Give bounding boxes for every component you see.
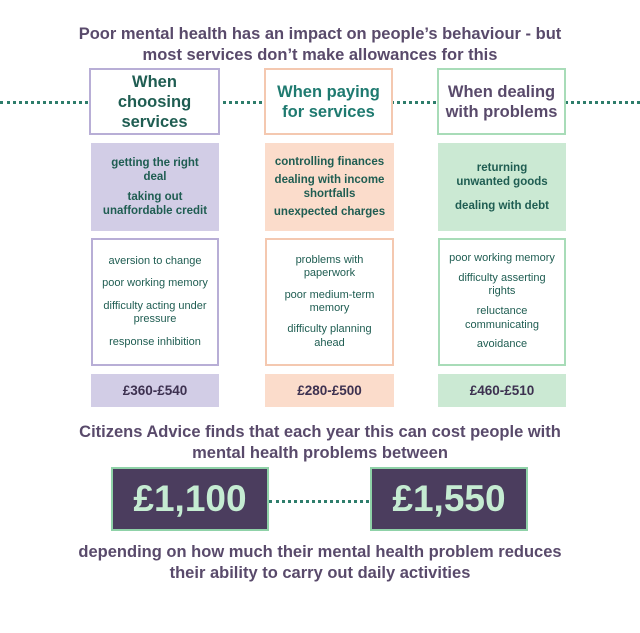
behaviours-paying: problems with paperwork poor medium-term… xyxy=(265,238,394,366)
behaviour-line: rights xyxy=(488,285,516,298)
behaviour-line: communicating xyxy=(465,318,539,331)
heading-line: When dealing xyxy=(447,82,556,101)
cost-item: dealing with income shortfalls xyxy=(275,173,385,201)
behaviour-line: poor working memory xyxy=(102,277,208,290)
behaviour-item: reluctance communicating xyxy=(465,305,539,332)
behaviour-line: memory xyxy=(309,302,350,314)
cost-item-line: controlling finances xyxy=(274,156,385,168)
title-line-2: most services don’t make allowances for … xyxy=(142,46,498,64)
cost-item-line: unwanted goods xyxy=(456,176,548,188)
behaviour-line: paperwork xyxy=(303,267,356,280)
total-high: £1,550 xyxy=(370,467,528,531)
cost-items-choosing: getting the right deal taking out unaffo… xyxy=(91,143,219,231)
cost-range-paying: £280-£500 xyxy=(265,374,394,407)
behaviour-line: aversion to change xyxy=(108,254,202,267)
heading-choosing-services: When choosing services xyxy=(89,68,220,135)
total-low: £1,100 xyxy=(111,467,269,531)
behaviour-line: difficulty planning xyxy=(287,323,372,336)
behaviour-line: difficulty acting under xyxy=(103,299,207,312)
cost-items-paying: controlling finances dealing with income… xyxy=(265,143,394,231)
behaviour-item: difficulty acting under pressure xyxy=(103,300,206,327)
behaviour-item: poor medium-term memory xyxy=(285,289,375,316)
behaviour-line: ahead xyxy=(314,336,345,349)
behaviour-item: problems with paperwork xyxy=(296,254,364,281)
heading-paying-for-services: When paying for services xyxy=(264,68,393,135)
cost-item: taking out unaffordable credit xyxy=(103,190,207,218)
cost-item: getting the right deal xyxy=(111,156,199,184)
behaviours-choosing: aversion to change poor working memory d… xyxy=(91,238,219,366)
behaviour-line: poor medium-term xyxy=(284,288,375,301)
cost-item-line: getting the right xyxy=(111,157,199,170)
behaviour-line: difficulty asserting xyxy=(458,271,546,284)
finding-line-1: Citizens Advice finds that each year thi… xyxy=(79,423,561,441)
behaviour-item: poor working memory xyxy=(449,252,555,266)
footer-line-2: their ability to carry out daily activit… xyxy=(169,564,471,582)
behaviour-item: aversion to change xyxy=(109,255,202,269)
behaviour-line: avoidance xyxy=(476,338,528,351)
cost-item-line: returning xyxy=(476,162,528,174)
footer-text: depending on how much their mental healt… xyxy=(0,542,640,584)
behaviour-item: avoidance xyxy=(477,338,527,352)
heading-dealing-with-problems: When dealing with problems xyxy=(437,68,566,135)
behaviour-line: response inhibition xyxy=(109,335,201,348)
footer-line-1: depending on how much their mental healt… xyxy=(78,543,562,561)
behaviour-line: problems with xyxy=(295,253,364,266)
cost-item-line: deal xyxy=(143,171,167,184)
heading-line: When paying xyxy=(277,82,380,101)
page-title: Poor mental health has an impact on peop… xyxy=(0,24,640,66)
cost-items-problems: returning unwanted goods dealing with de… xyxy=(438,143,566,231)
cost-item: controlling finances xyxy=(275,155,384,169)
cost-range-problems: £460-£510 xyxy=(438,374,566,407)
behaviour-item: difficulty asserting rights xyxy=(458,272,545,299)
cost-item-line: unexpected charges xyxy=(273,206,386,218)
behaviour-line: reluctance xyxy=(476,305,528,318)
cost-item-line: taking out xyxy=(127,190,183,203)
behaviours-problems: poor working memory difficulty asserting… xyxy=(438,238,566,366)
cost-item-line: unaffordable credit xyxy=(102,204,208,217)
totals-connector xyxy=(269,500,369,503)
heading-line: for services xyxy=(282,102,375,121)
cost-item-line: dealing with income xyxy=(274,174,385,186)
cost-item-line: shortfalls xyxy=(303,188,356,200)
behaviour-line: poor working memory xyxy=(449,252,555,265)
behaviour-line: pressure xyxy=(133,313,177,326)
heading-line: services xyxy=(121,112,188,131)
finding-text: Citizens Advice finds that each year thi… xyxy=(0,422,640,464)
behaviour-item: poor working memory xyxy=(102,277,208,291)
cost-item: unexpected charges xyxy=(274,205,385,219)
cost-item: returning unwanted goods xyxy=(456,161,547,189)
heading-line: choosing xyxy=(117,92,192,111)
title-line-1: Poor mental health has an impact on peop… xyxy=(78,25,562,43)
cost-range-choosing: £360-£540 xyxy=(91,374,219,407)
cost-item: dealing with debt xyxy=(455,199,549,213)
cost-item-line: dealing with debt xyxy=(455,200,549,212)
finding-line-2: mental health problems between xyxy=(192,444,448,462)
heading-line: When xyxy=(132,72,177,91)
behaviour-item: response inhibition xyxy=(109,336,201,350)
heading-line: with problems xyxy=(445,102,558,121)
behaviour-item: difficulty planning ahead xyxy=(287,323,371,350)
